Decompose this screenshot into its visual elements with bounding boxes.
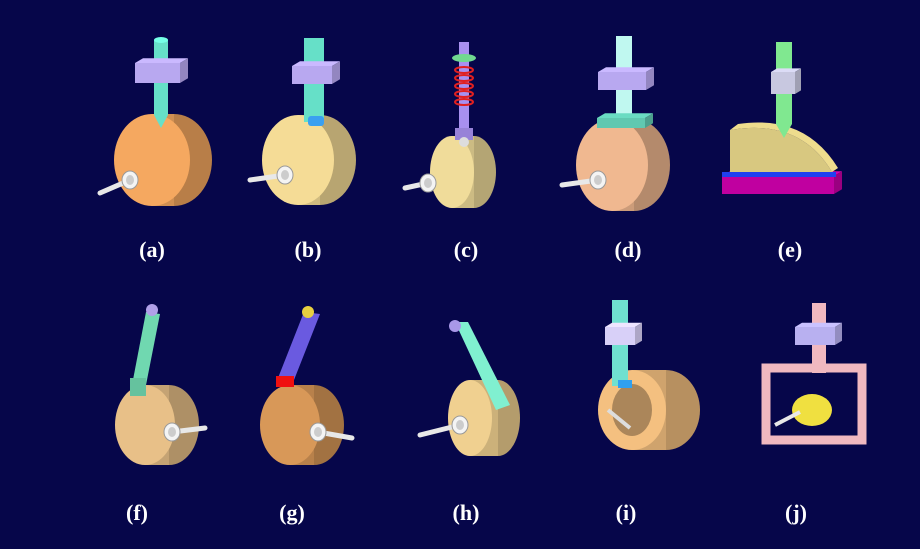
shaft-hub [456, 420, 464, 430]
shaft-hub [281, 170, 289, 180]
pivot [449, 320, 461, 332]
shaft-hub [168, 427, 176, 437]
base-strip [722, 172, 836, 177]
guide-block-top [771, 68, 801, 72]
cam-face [114, 114, 190, 206]
cam-face [576, 119, 648, 211]
flat-face-front [597, 118, 645, 128]
spring-coil [454, 74, 474, 82]
cam-face [792, 394, 832, 426]
cam-face [115, 385, 175, 465]
roller [276, 376, 294, 387]
flat-face-side [645, 113, 653, 128]
figure-i-groove-cam [598, 300, 700, 450]
guide-block-front [771, 72, 795, 94]
label-f: (f) [126, 500, 148, 525]
label-d: (d) [614, 237, 642, 262]
label-h: (h) [452, 500, 480, 525]
figure-h-oscillating-flat-cam [417, 320, 520, 456]
guide-block-front [135, 63, 180, 83]
cam-face [262, 115, 334, 205]
pivot [146, 304, 158, 316]
guide-block-top [292, 61, 340, 66]
guide-block-front [795, 327, 835, 345]
figure-d-flat-face-cam [559, 36, 670, 211]
flat-face-top [597, 113, 653, 118]
guide-block-top [598, 67, 654, 72]
figure-c-spring-cam [402, 42, 496, 208]
figure-g-oscillating-roller-cam [260, 306, 355, 465]
spring-plate [452, 54, 476, 62]
guide-block-top [135, 58, 188, 63]
guide-block-front [292, 66, 332, 84]
groove [612, 384, 652, 436]
guide-block-side [180, 58, 188, 83]
roller-fork [455, 128, 473, 140]
shaft-hub [126, 175, 134, 185]
rod-top [154, 37, 168, 43]
guide-block-front [605, 327, 635, 345]
cam-body [730, 127, 832, 172]
guide-block-side [646, 67, 654, 90]
label-j: (j) [785, 500, 807, 525]
guide-block-front [598, 72, 646, 90]
knife-tip [154, 115, 168, 128]
shaft-hub [594, 175, 602, 185]
shaft-hub [314, 427, 322, 437]
cam-face [430, 136, 474, 208]
yoke-frame [761, 363, 867, 445]
shaft-hub [424, 178, 432, 188]
spring-coil [454, 98, 474, 106]
shaft [606, 408, 632, 430]
figure-a-knife-edge-cam [97, 37, 212, 206]
label-i: (i) [615, 500, 637, 525]
pivot [302, 306, 314, 318]
spring-coil [454, 90, 474, 98]
cam-face [260, 385, 320, 465]
label-a: (a) [139, 237, 165, 262]
guide-block-side [635, 322, 642, 345]
follower-tip [776, 124, 792, 138]
cam-face [448, 380, 492, 456]
guide-block-side [795, 68, 801, 94]
label-g: (g) [279, 500, 305, 525]
label-c: (c) [453, 237, 479, 262]
roller [308, 116, 324, 126]
guide-block-top [605, 322, 642, 327]
label-e: (e) [777, 237, 803, 262]
guide-block-side [835, 322, 842, 345]
figure-j-yoke-cam [761, 303, 867, 445]
guide-block-side [332, 61, 340, 84]
rocker-arm [278, 312, 320, 380]
figure-f-oscillating-cam [115, 304, 208, 465]
figure-b-roller-cam [247, 38, 356, 205]
cam-top [730, 122, 838, 172]
roller [459, 137, 469, 147]
label-b: (b) [294, 237, 322, 262]
spring-coil [454, 66, 474, 74]
shaft [774, 410, 801, 427]
rocker-arm [455, 322, 510, 410]
spring-coil [454, 82, 474, 90]
arm-tip [130, 378, 146, 396]
roller [618, 380, 632, 388]
figure-e-translating-cam [722, 42, 842, 194]
guide-block-top [795, 322, 842, 327]
base-front [722, 176, 834, 194]
rocker-arm [132, 312, 160, 385]
